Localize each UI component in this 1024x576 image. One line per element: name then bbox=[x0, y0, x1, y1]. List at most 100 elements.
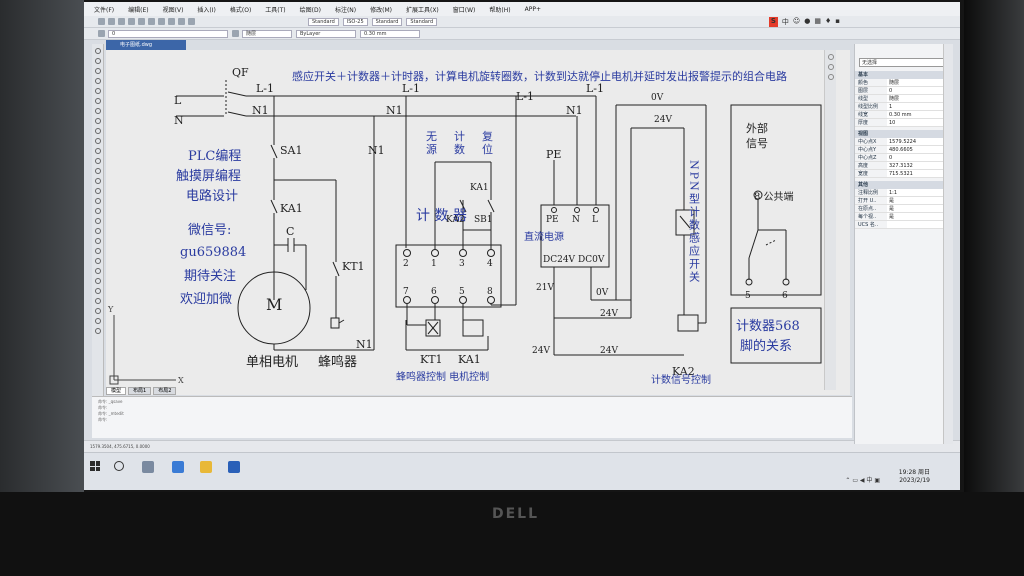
break-icon[interactable] bbox=[94, 328, 101, 334]
menu-format[interactable]: 格式(O) bbox=[229, 6, 252, 14]
menu-dimension[interactable]: 标注(N) bbox=[334, 6, 357, 14]
menu-window[interactable]: 窗口(W) bbox=[452, 6, 476, 14]
menu-modify[interactable]: 修改(M) bbox=[370, 6, 392, 14]
print-icon[interactable] bbox=[128, 18, 135, 25]
menu-tools[interactable]: 工具(T) bbox=[265, 6, 286, 14]
arc-icon[interactable] bbox=[94, 78, 101, 84]
multileader-style-select[interactable]: Standard bbox=[406, 17, 438, 26]
region-icon[interactable] bbox=[94, 168, 101, 174]
lineweight-select[interactable]: 0.30 mm bbox=[360, 29, 420, 38]
dim-style-select[interactable]: ISO-25 bbox=[342, 17, 368, 26]
stretch-icon[interactable] bbox=[94, 318, 101, 324]
prop-row[interactable]: UCS 名.. bbox=[855, 221, 952, 229]
open-icon[interactable] bbox=[108, 18, 115, 25]
point-icon[interactable] bbox=[94, 138, 101, 144]
drawing-canvas[interactable]: Y X 感应开关＋计数器＋计时器，计算电机旋转圈数，计数到达就停止电机并延时发出… bbox=[106, 50, 850, 395]
layer-select[interactable]: 0 bbox=[108, 29, 228, 38]
table-icon[interactable] bbox=[94, 178, 101, 184]
cad-app-icon[interactable] bbox=[228, 461, 240, 473]
voice-icon[interactable]: ● bbox=[804, 17, 811, 25]
extend-icon[interactable] bbox=[94, 248, 101, 254]
erase-icon[interactable] bbox=[94, 308, 101, 314]
menu-draw[interactable]: 绘图(D) bbox=[299, 6, 321, 14]
menu-extensions[interactable]: 扩展工具(X) bbox=[405, 6, 439, 14]
linetype-select[interactable]: ByLayer bbox=[296, 29, 356, 38]
match-icon[interactable] bbox=[178, 18, 185, 25]
mirror-icon[interactable] bbox=[94, 268, 101, 274]
menu-help[interactable]: 帮助(H) bbox=[489, 6, 511, 14]
menu-insert[interactable]: 插入(I) bbox=[197, 6, 216, 14]
command-line[interactable]: 命令: _qsave 命令: 命令: _mtedit 命令: bbox=[92, 396, 852, 438]
zoom-in-icon[interactable] bbox=[827, 54, 834, 60]
section-view[interactable]: 视图 bbox=[855, 130, 952, 138]
offset-icon[interactable] bbox=[94, 258, 101, 264]
explode-icon[interactable] bbox=[94, 298, 101, 304]
prop-row[interactable]: 颜色随层 bbox=[855, 79, 952, 87]
sogou-ime-icon[interactable]: S bbox=[768, 17, 778, 27]
zoom-out-icon[interactable] bbox=[827, 64, 834, 70]
pan-icon[interactable] bbox=[158, 18, 165, 25]
move-icon[interactable] bbox=[94, 198, 101, 204]
section-misc[interactable]: 其他 bbox=[855, 181, 952, 189]
mtext-icon[interactable] bbox=[94, 188, 101, 194]
polyline-icon[interactable] bbox=[94, 58, 101, 64]
search-icon[interactable] bbox=[114, 461, 124, 471]
undo-icon[interactable] bbox=[138, 18, 145, 25]
color-select[interactable]: 随层 bbox=[242, 29, 292, 38]
color-icon[interactable] bbox=[232, 30, 239, 37]
gradient-icon[interactable] bbox=[94, 158, 101, 164]
menu-edit[interactable]: 编辑(E) bbox=[128, 6, 149, 14]
prop-row[interactable]: 在原点..是 bbox=[855, 205, 952, 213]
circle-icon[interactable] bbox=[94, 68, 101, 74]
line-icon[interactable] bbox=[94, 48, 101, 54]
pan-tool-icon[interactable] bbox=[827, 74, 834, 80]
layer-props-icon[interactable] bbox=[98, 30, 105, 37]
redo-icon[interactable] bbox=[148, 18, 155, 25]
emoji-icon[interactable]: ☺ bbox=[792, 17, 801, 25]
array-icon[interactable] bbox=[94, 278, 101, 284]
tab-model[interactable]: 模型 bbox=[106, 387, 127, 395]
fillet-icon[interactable] bbox=[94, 288, 101, 294]
layer-icon[interactable] bbox=[188, 18, 195, 25]
rotate-icon[interactable] bbox=[94, 218, 101, 224]
clock[interactable]: 19:28 周日 2023/2/19 bbox=[899, 469, 930, 485]
scale-icon[interactable] bbox=[94, 228, 101, 234]
tab-layout1[interactable]: 布局1 bbox=[128, 387, 152, 395]
file-explorer-icon[interactable] bbox=[200, 461, 212, 473]
desktop-icon[interactable] bbox=[172, 461, 184, 473]
zoom-icon[interactable] bbox=[168, 18, 175, 25]
save-icon[interactable] bbox=[118, 18, 125, 25]
vertical-scrollbar[interactable] bbox=[824, 50, 836, 390]
ellipse-icon[interactable] bbox=[94, 118, 101, 124]
ime-mode-icon[interactable]: 中 bbox=[781, 18, 789, 26]
task-view-icon[interactable] bbox=[142, 461, 154, 473]
text-style-select[interactable]: Standard bbox=[308, 17, 339, 26]
keyboard-icon[interactable]: ▦ bbox=[814, 17, 821, 25]
windows-start-icon[interactable] bbox=[90, 461, 100, 471]
system-tray[interactable]: ⌃ ▭ ◀ 中 ▣ bbox=[845, 477, 880, 484]
prop-row[interactable]: 打开 U..是 bbox=[855, 197, 952, 205]
prop-row[interactable]: 每个视..是 bbox=[855, 213, 952, 221]
block-icon[interactable] bbox=[94, 128, 101, 134]
tab-layout2[interactable]: 布局2 bbox=[153, 387, 177, 395]
spline-icon[interactable] bbox=[94, 108, 101, 114]
skin-icon[interactable]: ♦ bbox=[824, 17, 832, 25]
trim-icon[interactable] bbox=[94, 238, 101, 244]
table-style-select[interactable]: Standard bbox=[371, 17, 403, 26]
grid-icon[interactable]: ▪ bbox=[835, 17, 840, 25]
copy-icon[interactable] bbox=[94, 208, 101, 214]
selection-dropdown[interactable]: 无选择 bbox=[859, 58, 948, 67]
rectangle-icon[interactable] bbox=[94, 88, 101, 94]
menu-app[interactable]: APP+ bbox=[524, 5, 541, 13]
polygon-icon[interactable] bbox=[94, 98, 101, 104]
menu-file[interactable]: 文件(F) bbox=[94, 6, 115, 14]
